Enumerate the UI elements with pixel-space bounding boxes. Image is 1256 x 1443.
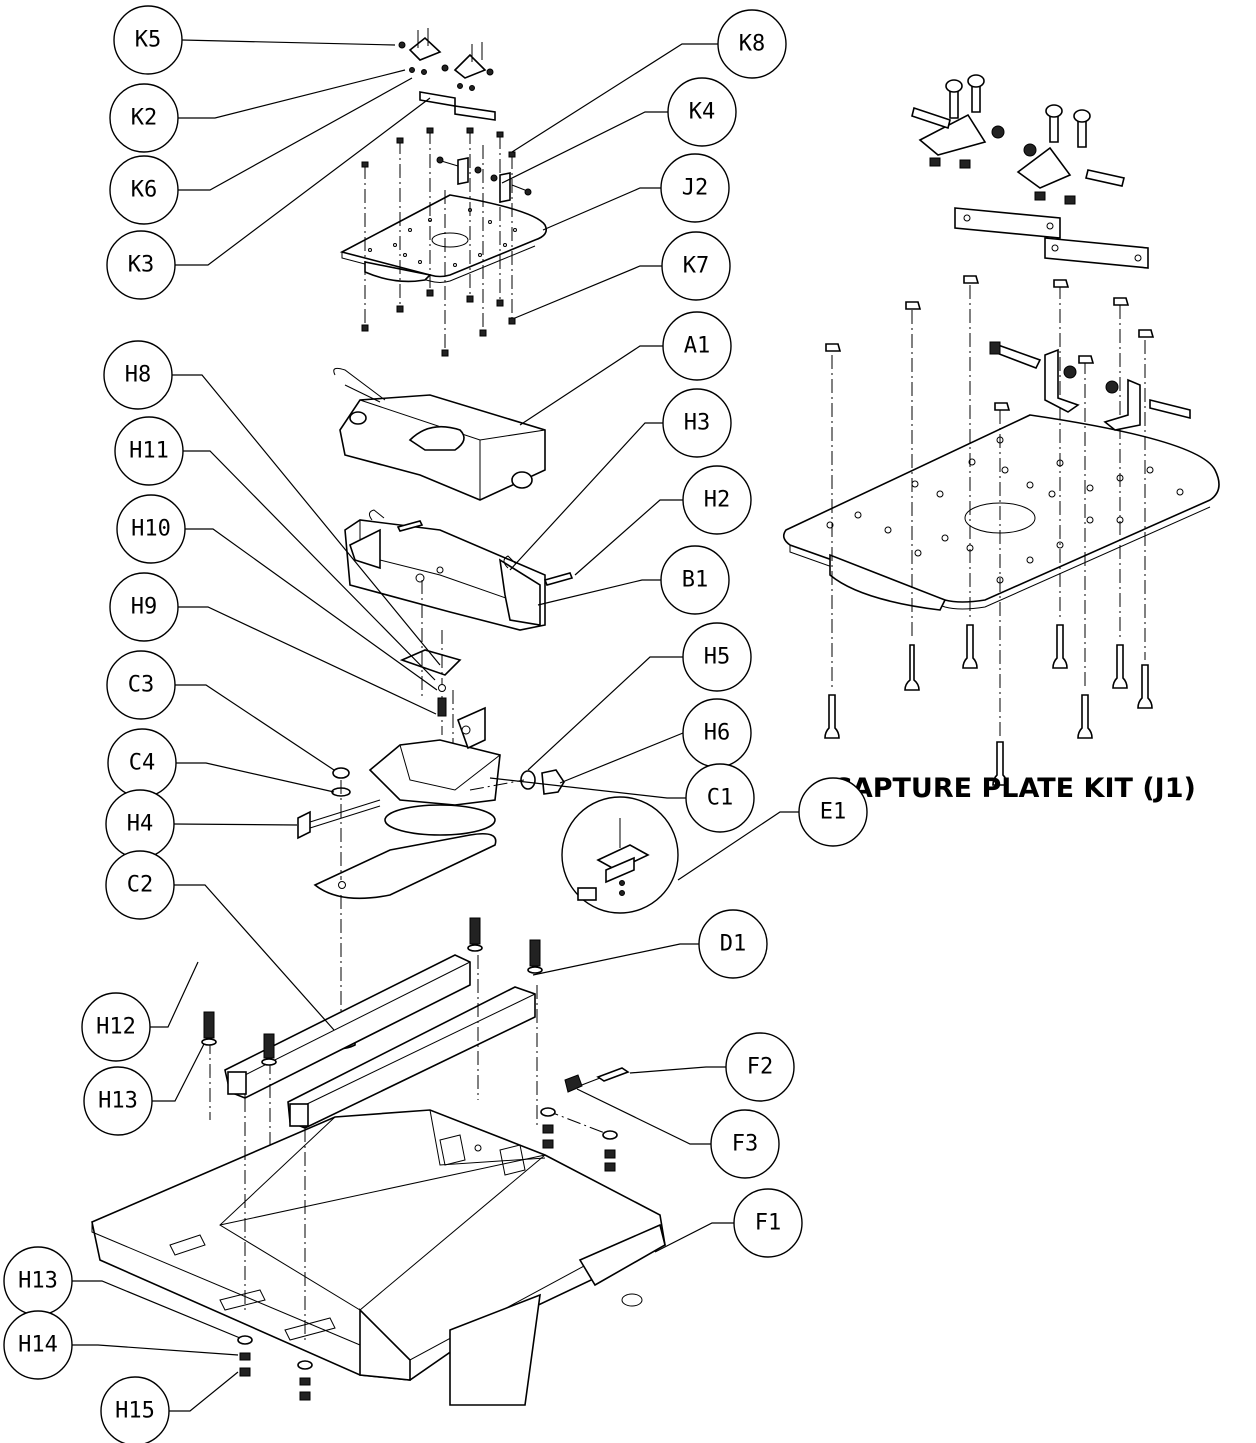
svg-text:H6: H6 <box>704 721 731 746</box>
callout-K8: K8 <box>717 9 787 79</box>
callout-H14: H14 <box>3 1310 73 1380</box>
callout-H10: H10 <box>116 494 186 564</box>
svg-text:C1: C1 <box>707 786 734 811</box>
callout-H12: H12 <box>81 992 151 1062</box>
callout-K5: K5 <box>113 5 183 75</box>
svg-text:H15: H15 <box>115 1399 155 1424</box>
svg-text:H4: H4 <box>127 812 154 837</box>
main-assembly-drawing <box>91 28 679 1406</box>
plate-holes <box>826 436 1184 584</box>
svg-text:B1: B1 <box>682 568 709 593</box>
svg-text:C4: C4 <box>129 751 156 776</box>
callout-H13-upper: H13 <box>83 1066 153 1136</box>
svg-text:J2: J2 <box>682 176 709 201</box>
svg-text:C2: C2 <box>127 873 154 898</box>
callout-K4: K4 <box>667 77 737 147</box>
callout-H13-lower: H13 <box>3 1246 73 1316</box>
callout-A1: A1 <box>662 311 732 381</box>
callout-H3: H3 <box>662 388 732 458</box>
callout-B1: B1 <box>660 545 730 615</box>
callout-C4: C4 <box>107 728 177 798</box>
svg-text:F1: F1 <box>755 1211 782 1236</box>
svg-text:F3: F3 <box>732 1132 759 1157</box>
svg-text:K5: K5 <box>135 28 162 53</box>
j2-holes <box>368 208 517 267</box>
callout-bubbles: K5 K2 K6 K3 K8 K4 J2 K7 A1 H8 H11 H10 H3… <box>3 5 868 1443</box>
callout-K2: K2 <box>109 83 179 153</box>
svg-text:H9: H9 <box>131 595 158 620</box>
svg-text:H12: H12 <box>96 1015 136 1040</box>
svg-text:D1: D1 <box>720 932 747 957</box>
callout-H11: H11 <box>114 416 184 486</box>
callout-F2: F2 <box>725 1032 795 1102</box>
svg-text:E1: E1 <box>820 800 847 825</box>
callout-F1: F1 <box>733 1188 803 1258</box>
kit-title: CAPTURE PLATE KIT (J1) <box>832 773 1196 804</box>
callout-C1: C1 <box>685 763 755 833</box>
svg-text:H14: H14 <box>18 1333 58 1358</box>
callout-H9: H9 <box>109 572 179 642</box>
svg-text:H8: H8 <box>125 363 152 388</box>
callout-H8: H8 <box>103 340 173 410</box>
leader-lines <box>68 39 799 1412</box>
callout-J2: J2 <box>660 153 730 223</box>
svg-text:K3: K3 <box>128 253 155 278</box>
svg-text:H13: H13 <box>98 1089 138 1114</box>
capture-plate-kit-drawing <box>782 74 1220 786</box>
callout-H15: H15 <box>100 1376 170 1443</box>
callout-K6: K6 <box>109 155 179 225</box>
callout-H6: H6 <box>682 698 752 768</box>
kit-nuts <box>825 275 1155 411</box>
svg-text:K6: K6 <box>131 178 158 203</box>
svg-text:K7: K7 <box>683 254 710 279</box>
svg-text:H5: H5 <box>704 645 731 670</box>
callout-E1: E1 <box>798 777 868 847</box>
svg-text:H13: H13 <box>18 1269 58 1294</box>
kit-bolts <box>824 624 1153 786</box>
svg-text:K4: K4 <box>689 100 716 125</box>
svg-text:H3: H3 <box>684 411 711 436</box>
callout-H5: H5 <box>682 622 752 692</box>
callout-H4: H4 <box>105 789 175 859</box>
svg-text:K2: K2 <box>131 106 158 131</box>
callout-K3: K3 <box>106 230 176 300</box>
svg-text:F2: F2 <box>747 1055 774 1080</box>
callout-C3: C3 <box>106 650 176 720</box>
svg-text:K8: K8 <box>739 32 766 57</box>
svg-text:H10: H10 <box>131 517 171 542</box>
svg-text:C3: C3 <box>128 673 155 698</box>
callout-K7: K7 <box>661 231 731 301</box>
callout-F3: F3 <box>710 1109 780 1179</box>
svg-text:H11: H11 <box>129 439 169 464</box>
callout-H2: H2 <box>682 465 752 535</box>
svg-text:H2: H2 <box>704 488 731 513</box>
callout-C2: C2 <box>105 850 175 920</box>
svg-text:A1: A1 <box>684 334 711 359</box>
callout-D1: D1 <box>698 909 768 979</box>
